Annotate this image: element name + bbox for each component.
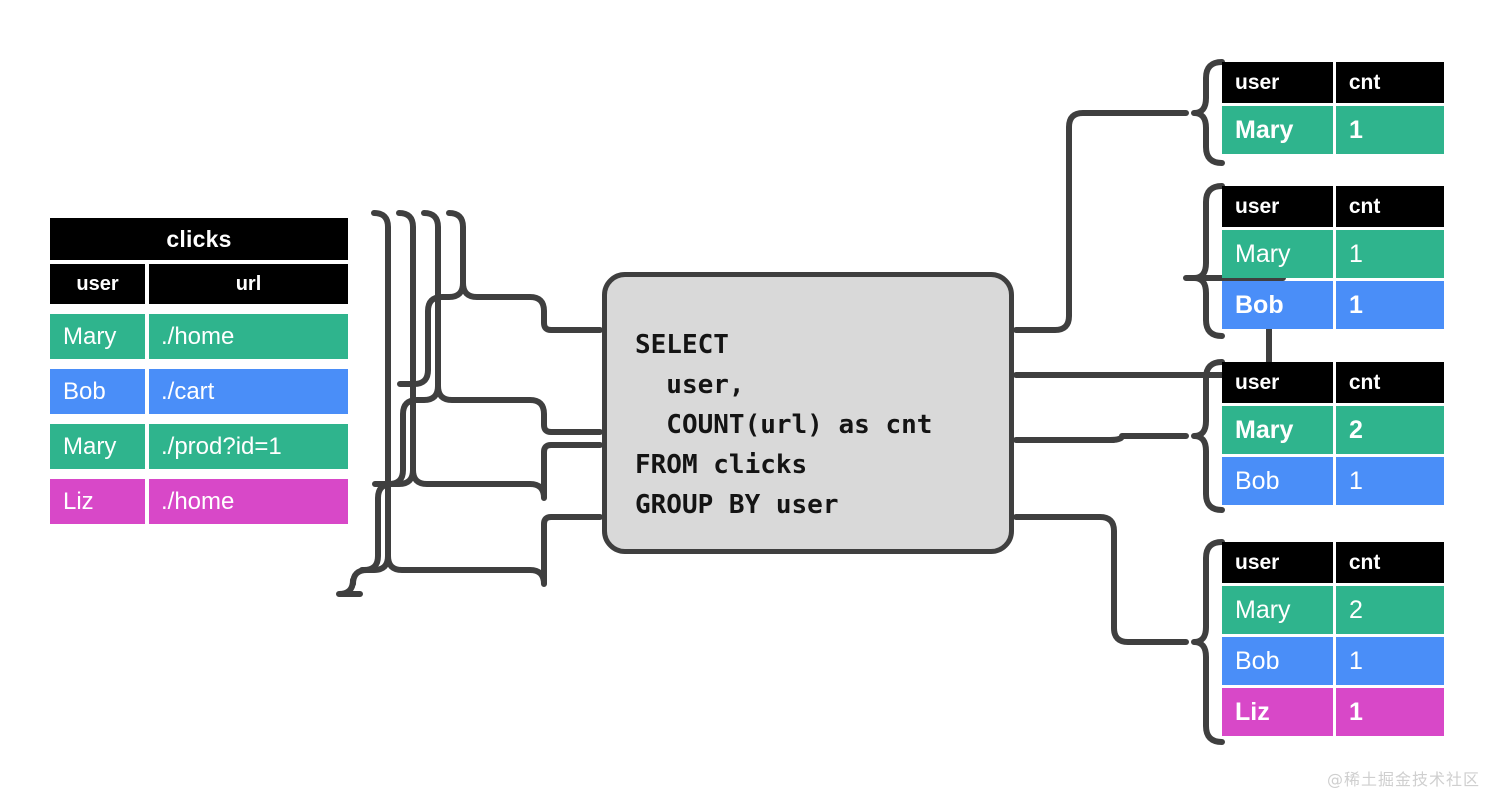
output-wire-1	[1013, 110, 1189, 333]
source-table-clicks: clicks user url Mary ./home Bob ./cart M…	[50, 218, 348, 524]
cell-user: Mary	[1222, 406, 1333, 454]
cell-url: ./cart	[149, 369, 348, 414]
cell-url: ./prod?id=1	[149, 424, 348, 469]
table-row: Mary ./home	[50, 314, 348, 359]
cell-user: Mary	[1222, 586, 1333, 634]
cell-user: Bob	[1222, 637, 1333, 685]
cell-url: ./home	[149, 479, 348, 524]
cell-user: Mary	[1222, 230, 1333, 278]
table-row: Mary ./prod?id=1	[50, 424, 348, 469]
column-header-user: user	[1222, 186, 1333, 227]
input-wire-4-tail	[336, 553, 391, 597]
input-wire-2-tail	[372, 383, 441, 487]
column-header-user: user	[1222, 62, 1333, 103]
column-header-url: url	[149, 264, 348, 304]
input-wire-4	[371, 210, 603, 587]
column-header-user: user	[50, 264, 145, 304]
cell-cnt: 2	[1336, 406, 1444, 454]
input-wire-1-tail	[397, 280, 466, 387]
input-wire-1	[446, 210, 603, 333]
cell-user: Mary	[50, 424, 145, 469]
table-row: Liz ./home	[50, 479, 348, 524]
cell-cnt: 1	[1336, 106, 1444, 154]
cell-user: Bob	[1222, 281, 1333, 329]
watermark: @稀土掘金技术社区	[1326, 770, 1480, 789]
cell-user: Liz	[1222, 688, 1333, 736]
input-wire-2	[421, 210, 603, 435]
cell-cnt: 1	[1336, 637, 1444, 685]
cell-cnt: 1	[1336, 457, 1444, 505]
output-brace-3	[1191, 359, 1225, 513]
input-wire-3	[396, 210, 603, 501]
sql-query-box: SELECT user, COUNT(url) as cnt FROM clic…	[602, 272, 1014, 554]
cell-cnt: 1	[1336, 688, 1444, 736]
table-title: clicks	[50, 218, 348, 260]
output-brace-4	[1191, 539, 1225, 745]
column-header-user: user	[1222, 542, 1333, 583]
table-row: Bob ./cart	[50, 369, 348, 414]
output-wire-4	[1013, 514, 1189, 645]
cell-user: Mary	[1222, 106, 1333, 154]
cell-user: Bob	[1222, 457, 1333, 505]
output-brace-1	[1191, 59, 1225, 166]
sql-query-text: SELECT user, COUNT(url) as cnt FROM clic…	[635, 330, 933, 520]
cell-user: Liz	[50, 479, 145, 524]
column-header-cnt: cnt	[1335, 62, 1444, 103]
table-header-row: user url	[50, 264, 348, 304]
output-wire-3	[1013, 433, 1189, 443]
column-header-user: user	[1222, 362, 1333, 403]
cell-user: Bob	[50, 369, 145, 414]
column-header-cnt: cnt	[1335, 542, 1444, 583]
cell-cnt: 1	[1336, 281, 1444, 329]
cell-url: ./home	[149, 314, 348, 359]
cell-user: Mary	[50, 314, 145, 359]
cell-cnt: 1	[1336, 230, 1444, 278]
cell-cnt: 2	[1336, 586, 1444, 634]
column-header-cnt: cnt	[1335, 362, 1444, 403]
column-header-cnt: cnt	[1335, 186, 1444, 227]
output-brace-2	[1191, 183, 1225, 339]
